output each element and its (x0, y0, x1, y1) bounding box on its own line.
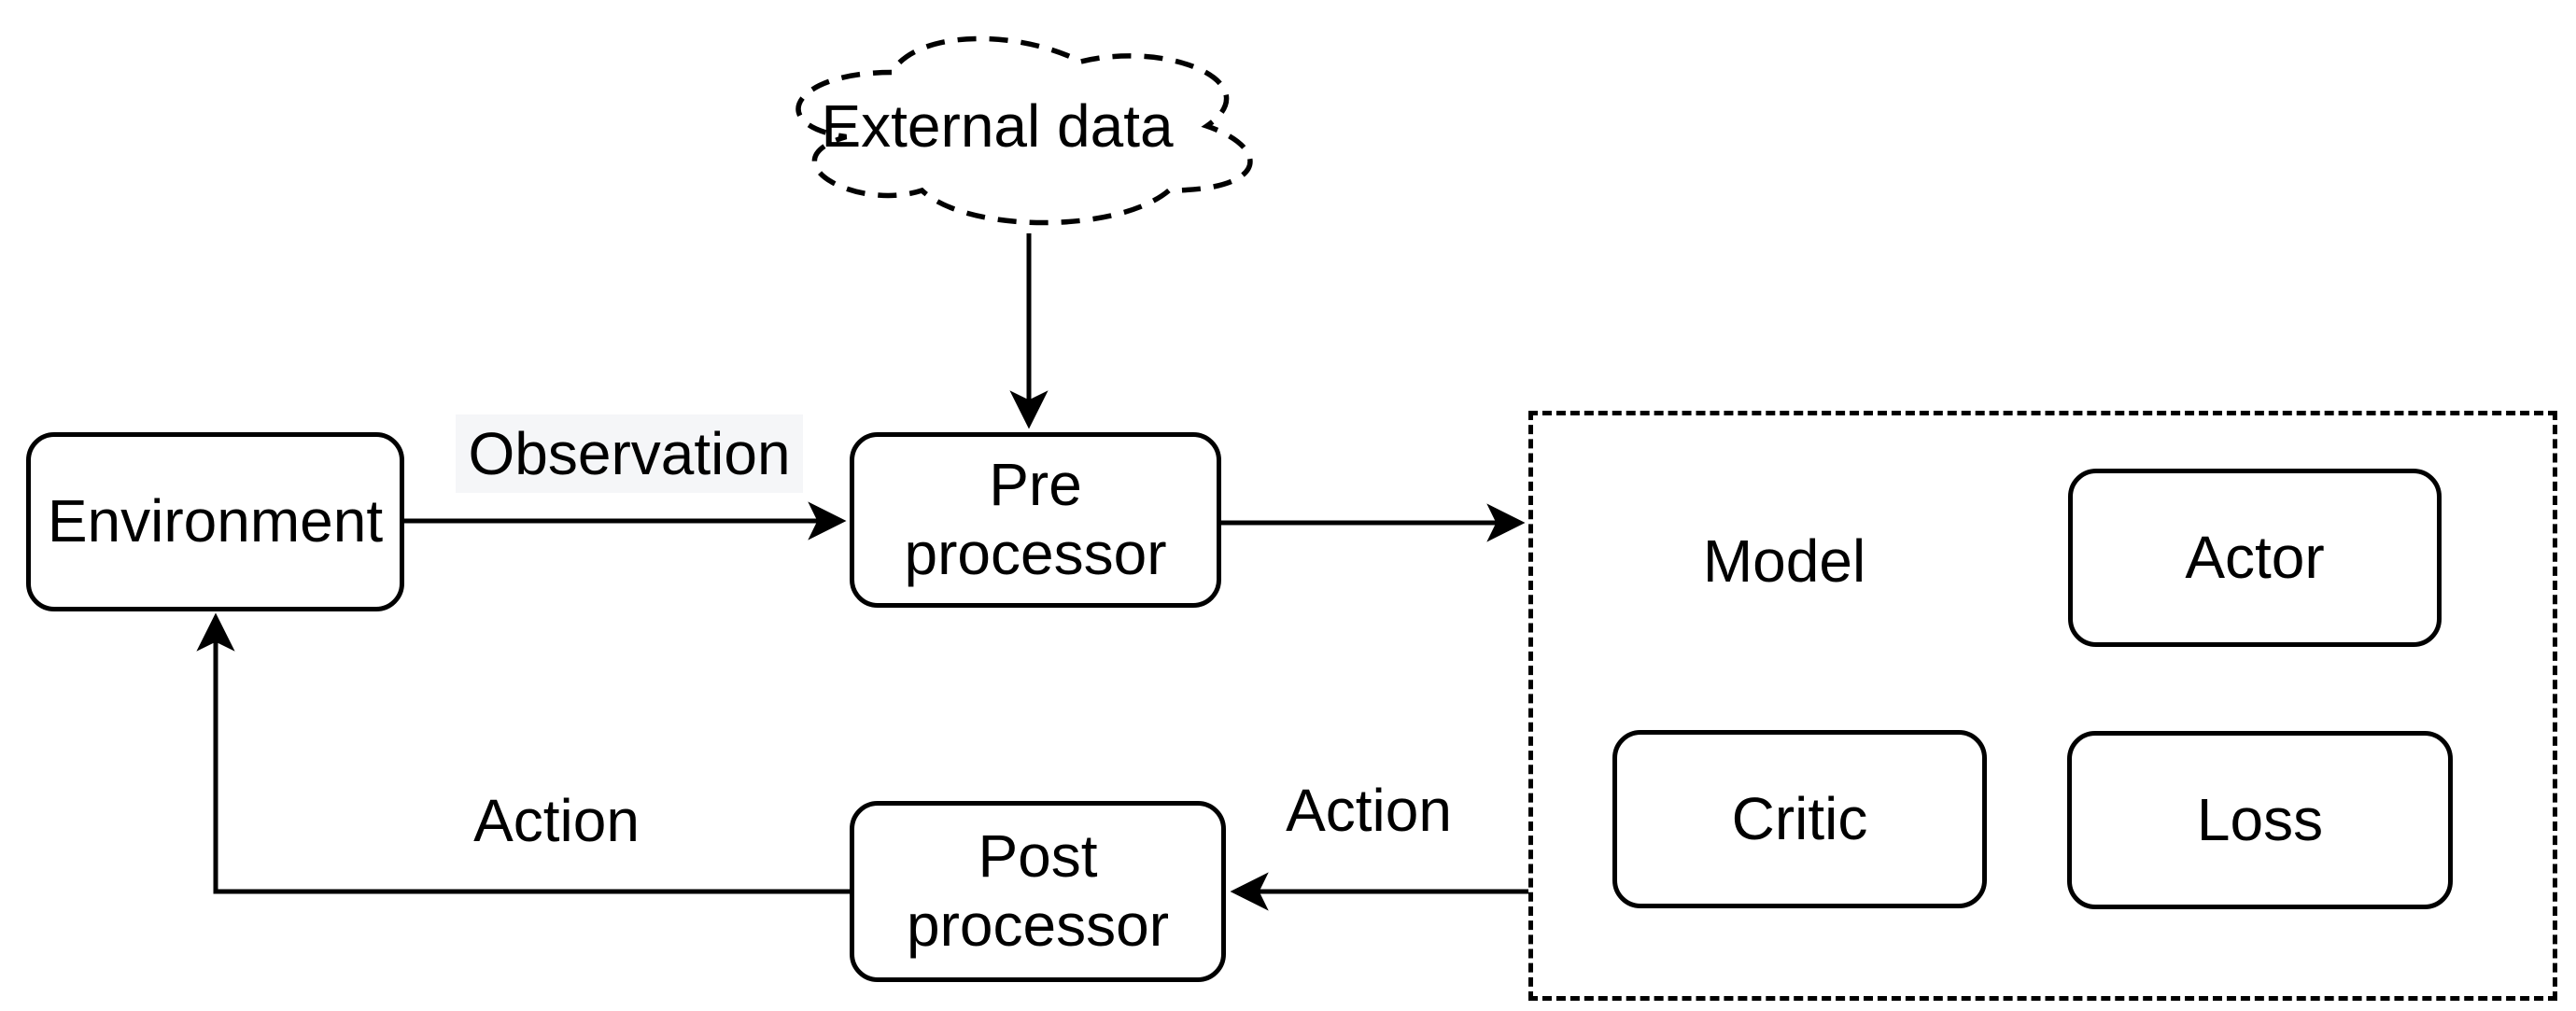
actor-node-label: Actor (2185, 523, 2325, 591)
loss-node-label: Loss (2196, 785, 2324, 853)
postprocessor-label-line1: Post (978, 822, 1098, 891)
preprocessor-node: Pre processor (850, 432, 1221, 608)
loss-node: Loss (2067, 731, 2453, 909)
postprocessor-node: Post processor (850, 801, 1226, 982)
observation-edge-label: Observation (456, 414, 803, 493)
external-data-label: External data (821, 92, 1174, 160)
external-data-cloud (795, 35, 1253, 226)
model-container-label: Model (1702, 527, 1866, 595)
postprocessor-node-label: Post processor (907, 822, 1169, 960)
preprocessor-node-label: Pre processor (905, 451, 1167, 588)
preprocessor-label-line2: processor (904, 520, 1167, 587)
model-container (1528, 411, 2557, 1001)
actor-node: Actor (2068, 469, 2442, 647)
action-edge-label-post-to-env: Action (473, 787, 640, 854)
edge-postprocessor-to-environment (196, 612, 850, 894)
critic-node: Critic (1612, 730, 1987, 908)
environment-node: Environment (26, 432, 404, 611)
environment-node-label: Environment (47, 487, 384, 555)
postprocessor-label-line2: processor (907, 892, 1169, 959)
critic-node-label: Critic (1731, 784, 1868, 852)
preprocessor-label-line1: Pre (989, 451, 1082, 519)
action-edge-label-model-to-post: Action (1286, 777, 1452, 844)
